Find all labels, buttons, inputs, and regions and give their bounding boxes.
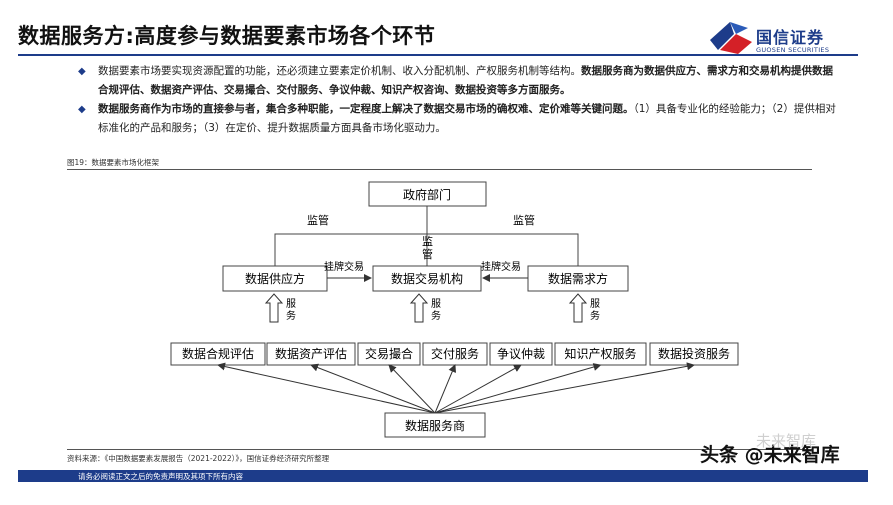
provider-label: 数据服务商 (405, 418, 465, 433)
title-divider (18, 54, 858, 56)
source-rule (67, 449, 812, 450)
service-label-left: 服务 (286, 298, 296, 322)
exchange-label: 数据交易机构 (391, 271, 463, 286)
supervise-char-2: 管 (422, 247, 433, 261)
figure-top-rule (67, 169, 812, 170)
service-label: 交易撮合 (365, 346, 413, 361)
provider-connector-lines (217, 362, 695, 414)
bullet-text-bold: 数据服务商作为市场的直接参与者，集合多种职能，一定程度上解决了数据交易市场的确权… (98, 103, 634, 115)
supervise-char-1: 监 (422, 235, 433, 248)
bullet-text-plain: 数据要素市场要实现资源配置的功能，还必须建立要素定价机制、收入分配机制、产权服务… (98, 65, 581, 77)
guosen-logo-icon (710, 22, 752, 54)
company-logo: 国信证券 GUOSEN SECURITIES (708, 20, 848, 60)
footer-disclaimer: 请务必阅读正文之后的免责声明及其项下所有内容 (78, 472, 243, 481)
service-label: 争议仲裁 (497, 347, 545, 361)
service-label-right: 服务 (590, 298, 600, 322)
government-box (368, 181, 487, 207)
logo-name-cn: 国信证券 (756, 28, 825, 47)
page-title: 数据服务方:高度参与数据要素市场各个环节 (18, 24, 436, 48)
supplier-label: 数据供应方 (245, 271, 305, 286)
supervise-center-label: 监 管 (422, 235, 437, 261)
footer-bar (18, 470, 868, 482)
bullet-item: ◆ 数据要素市场要实现资源配置的功能，还必须建立要素定价机制、收入分配机制、产权… (76, 62, 841, 100)
services-row: 数据合规评估 数据资产评估 交易撮合 交付服务 争议仲裁 知识产权服务 数据投资服务 (170, 342, 739, 366)
figure-label: 图19：数据要素市场化框架 (67, 158, 160, 167)
provider-to-service-arrow (434, 364, 456, 414)
provider-to-service-arrow (434, 364, 522, 414)
supervise-right-label: 监管 (513, 213, 535, 227)
source-note: 资料来源：《中国数据要素发展报告（2021-2022）》，国信证券经济研究所整理 (67, 454, 330, 463)
supervise-left-label: 监管 (307, 213, 329, 227)
bullet-item: ◆ 数据服务商作为市场的直接参与者，集合多种职能，一定程度上解决了数据交易市场的… (76, 100, 841, 138)
service-label: 交付服务 (431, 346, 479, 361)
government-label: 政府部门 (403, 187, 451, 202)
listing-trade-left-label: 挂牌交易 (324, 260, 364, 273)
demander-label: 数据需求方 (548, 271, 608, 286)
provider-to-service-arrow (434, 362, 695, 414)
diamond-bullet-icon: ◆ (78, 104, 86, 115)
logo-name-en: GUOSEN SECURITIES (756, 46, 830, 54)
service-label: 数据投资服务 (658, 346, 730, 361)
provider-box (384, 412, 486, 438)
listing-trade-right-label: 挂牌交易 (481, 260, 521, 273)
provider-to-service-arrow (388, 364, 436, 414)
bullet-list: ◆ 数据要素市场要实现资源配置的功能，还必须建立要素定价机制、收入分配机制、产权… (76, 62, 841, 138)
service-label-center: 服务 (431, 298, 441, 322)
service-label: 数据合规评估 (182, 346, 254, 361)
service-arrow-right: 服务 (568, 293, 600, 323)
watermark: 未来智库 头条 @未来智库 (700, 432, 840, 467)
service-label: 数据资产评估 (275, 346, 347, 361)
service-label: 知识产权服务 (564, 346, 636, 361)
provider-to-service-arrow (217, 362, 436, 414)
provider-to-service-arrow (434, 363, 602, 414)
provider-to-service-arrow (310, 363, 436, 414)
service-arrow-left: 服务 (264, 293, 296, 323)
bullet-text-tail: （1）具备专业化的经验能力；（2）提供相对标准化的产品和服务；（3）在定价、提升… (98, 103, 836, 134)
watermark-text: 头条 @未来智库 (700, 444, 840, 466)
watermark-ghost-text: 未来智库 (756, 432, 817, 450)
bullet-text-bold: 数据服务商为数据供应方、需求方和交易机构提供数据合规评估、数据资产评估、交易撮合… (98, 65, 833, 96)
service-arrow-center: 服务 (409, 293, 441, 323)
exchange-box (372, 265, 482, 292)
diamond-bullet-icon: ◆ (78, 66, 86, 77)
supplier-box (222, 265, 328, 292)
